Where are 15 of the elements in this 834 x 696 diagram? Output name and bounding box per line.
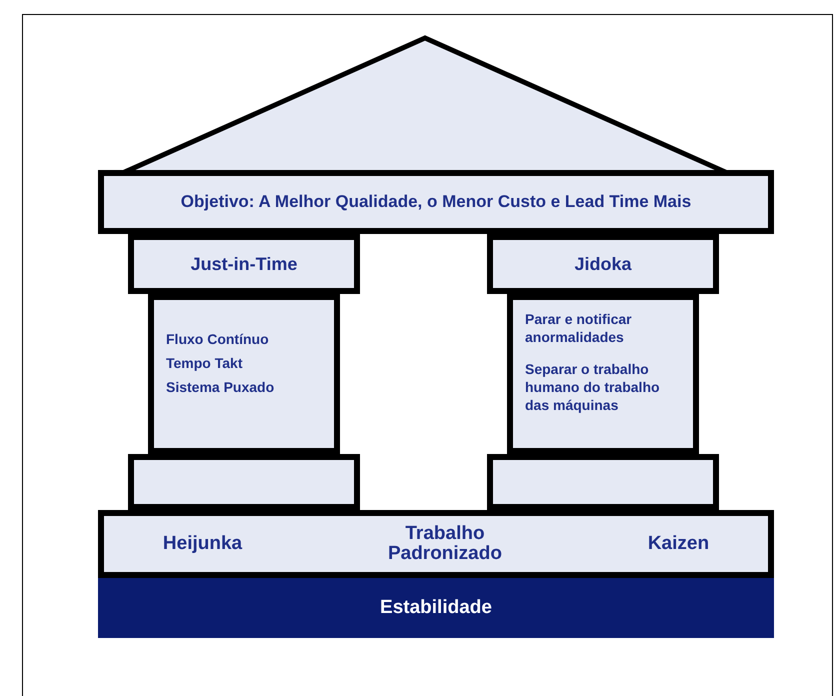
goal-text: Objetivo: A Melhor Qualidade, o Menor Custo e Lead Time Mais bbox=[180, 192, 692, 212]
pillar-title: Jidoka bbox=[574, 254, 632, 274]
foundation-item: Trabalho Padronizado bbox=[386, 524, 503, 564]
practice-text: Tempo Takt bbox=[166, 354, 242, 372]
practice-text: Separar o trabalho humano do trabalho das máquinas bbox=[525, 360, 661, 414]
practice-text: Parar e notificar anormalidades bbox=[525, 310, 633, 346]
foundation-item: Kaizen bbox=[648, 534, 710, 554]
foundation-label: Estabilidade bbox=[380, 597, 492, 619]
practice-text: Sistema Puxado bbox=[166, 378, 274, 396]
practice-text: Fluxo Contínuo bbox=[166, 330, 269, 348]
foundation-band bbox=[98, 510, 774, 578]
goal-beam bbox=[98, 170, 774, 234]
foundation-item: Heijunka bbox=[162, 534, 242, 554]
pillar-title: Just-in-Time bbox=[190, 254, 298, 274]
stability-band bbox=[98, 578, 774, 638]
